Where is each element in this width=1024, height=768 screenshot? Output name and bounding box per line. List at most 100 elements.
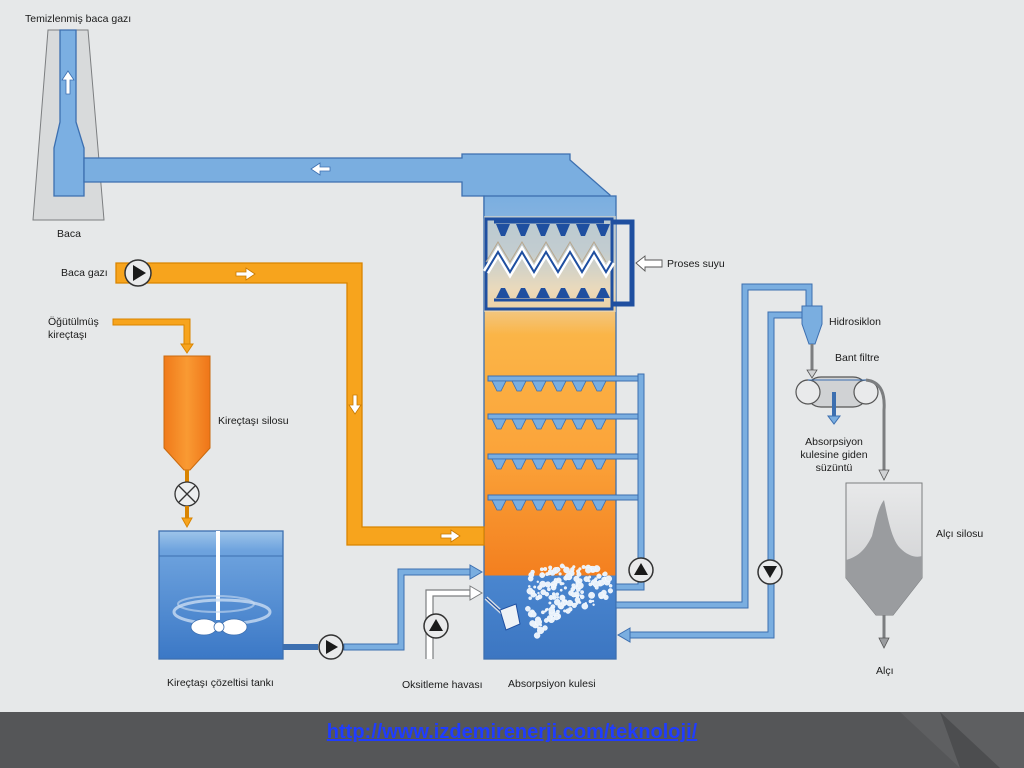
gypsum-silo <box>845 482 923 649</box>
bubble <box>587 579 591 583</box>
bubble <box>598 592 604 598</box>
spray-nozzle <box>591 418 607 430</box>
ground-limestone-label-2: kireçtaşı <box>48 329 88 341</box>
spray-headers <box>487 375 639 511</box>
nozzle <box>536 288 550 298</box>
nozzle <box>496 288 510 298</box>
flue-gas-label: Baca gazı <box>61 267 108 279</box>
bubble <box>588 582 593 587</box>
stack-label: Baca <box>57 228 81 240</box>
oxidation-bubbles <box>525 563 614 639</box>
bubble <box>530 611 537 618</box>
bubble <box>591 568 595 572</box>
bubble <box>588 599 593 604</box>
bubble <box>571 602 577 609</box>
agitator-icon <box>190 618 248 636</box>
bubble <box>594 585 599 590</box>
spray-nozzle <box>531 458 547 470</box>
ground-limestone-label-1: Öğütülmüş <box>48 316 99 328</box>
fgd-process-diagram: Temizlenmiş baca gazı Baca Baca gazı Öğü… <box>25 13 984 691</box>
spray-header-pipe <box>487 494 639 501</box>
bubble <box>541 573 545 577</box>
bubble <box>541 610 545 615</box>
bubble <box>525 606 531 612</box>
footer-link[interactable]: http://www.izdemirenerji.com/teknoloji/ <box>326 721 698 743</box>
return-line <box>617 311 807 643</box>
bubble <box>579 594 583 598</box>
bubble <box>550 584 554 588</box>
bubble <box>577 578 583 583</box>
bubble <box>608 584 613 588</box>
bubble <box>563 609 567 613</box>
bubble <box>553 615 560 621</box>
spray-nozzle <box>591 380 607 392</box>
bubble <box>533 585 537 589</box>
bubble <box>597 575 601 579</box>
bubble <box>562 565 566 569</box>
spray-nozzle <box>511 458 527 470</box>
bubble <box>539 623 543 627</box>
bubble <box>559 594 566 601</box>
pump-icon <box>423 613 449 639</box>
bubble <box>548 595 554 601</box>
bubble <box>561 582 565 585</box>
bubble <box>581 565 586 570</box>
filtrate-label-2: kulesine giden <box>800 449 868 461</box>
bubble <box>545 572 549 576</box>
spray-nozzle <box>551 380 567 392</box>
bubble <box>536 580 539 583</box>
spray-nozzles-top <box>496 224 610 298</box>
bubble <box>555 592 560 597</box>
pump-icon <box>124 259 152 287</box>
spray-nozzle <box>571 499 587 511</box>
bubble <box>576 582 584 589</box>
limestone-silo-label: Kireçtaşı silosu <box>218 415 289 427</box>
bubble <box>575 594 579 599</box>
bubble <box>578 567 582 571</box>
limestone-silo <box>163 355 211 529</box>
bubble <box>605 575 613 583</box>
gypsum-label: Alçı <box>876 665 894 677</box>
bubble <box>547 587 551 592</box>
footer-bar: http://www.izdemirenerji.com/teknoloji/ <box>0 712 1024 768</box>
nozzle <box>596 224 610 236</box>
spray-nozzle <box>511 380 527 392</box>
bubble <box>546 607 549 611</box>
pump-icon <box>318 634 344 660</box>
recirculation-line <box>615 373 654 591</box>
bubble <box>556 596 560 599</box>
filtrate-label-1: Absorpsiyon <box>805 436 863 448</box>
bubble <box>544 591 550 597</box>
nozzle <box>556 224 570 236</box>
bubble <box>528 596 533 601</box>
bubble <box>559 588 563 592</box>
bubble <box>571 583 576 588</box>
flue-gas-duct <box>115 259 485 546</box>
bubble <box>543 567 548 572</box>
spray-header-pipe <box>487 375 639 382</box>
bubble <box>548 601 552 605</box>
oxidation-air-line <box>423 585 483 659</box>
agitator-icon <box>484 596 521 631</box>
bubble <box>570 592 576 598</box>
gypsum-silo-label: Alçı silosu <box>936 528 984 540</box>
bubble <box>548 565 553 570</box>
process-water-label: Proses suyu <box>667 258 725 270</box>
spray-nozzle <box>511 418 527 430</box>
bubble <box>548 606 556 614</box>
bubble <box>558 572 562 576</box>
bubble <box>553 578 558 582</box>
bubble <box>578 601 582 604</box>
pump-icon <box>628 557 654 583</box>
bubble <box>555 609 560 614</box>
down-arrow-icon <box>348 394 362 415</box>
spray-nozzle <box>551 458 567 470</box>
spray-nozzle <box>571 418 587 430</box>
rotary-valve-icon <box>174 481 200 507</box>
bubble <box>572 565 576 569</box>
bubble <box>570 567 575 572</box>
bubble <box>565 572 573 580</box>
mist-eliminator <box>482 217 635 311</box>
slurry-tank-label: Kireçtaşı çözeltisi tankı <box>167 677 274 689</box>
spray-nozzle <box>491 418 507 430</box>
